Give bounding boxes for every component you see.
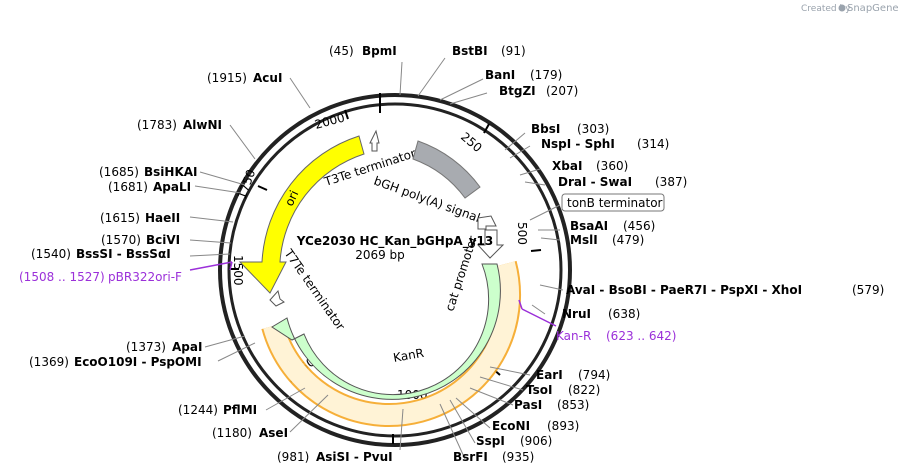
watermark-prefix: Created by xyxy=(801,4,851,14)
site-pos: (456) xyxy=(623,219,655,233)
site-bstbi[interactable]: BstBI xyxy=(452,44,488,58)
site-alwni[interactable]: AlwNI xyxy=(183,118,222,132)
site-btgzi[interactable]: BtgZI xyxy=(499,84,536,98)
site-pos: (179) xyxy=(530,68,562,82)
site-pos: (1369) xyxy=(29,355,69,369)
site-pasi[interactable]: PasI xyxy=(514,398,542,412)
site-pos: (1681) xyxy=(108,180,148,194)
watermark-brand: SnapGene xyxy=(847,3,898,14)
primer-kan-r-range: (623 .. 642) xyxy=(606,329,676,343)
ori-label: ori xyxy=(282,188,301,208)
site-pos: (935) xyxy=(502,450,534,464)
site-haeii[interactable]: HaeII xyxy=(145,211,180,225)
kanr-label: KanR xyxy=(392,346,425,365)
site-pos: (906) xyxy=(520,434,552,448)
site-bpmi[interactable]: BpmI xyxy=(362,44,397,58)
site-pos: (360) xyxy=(596,159,628,173)
site-nspi-sphi[interactable]: NspI - SphI xyxy=(541,137,615,151)
site-pos: (91) xyxy=(501,44,526,58)
t7te-terminator-arrow[interactable] xyxy=(269,289,285,307)
site-leader-lines xyxy=(189,57,564,460)
site-pos: (387) xyxy=(655,175,687,189)
tick-label-1500: 1500 xyxy=(231,255,245,286)
plasmid-name: YCe2030 HC_Kan_bGHpA_y13 xyxy=(296,234,493,249)
kanr-feature[interactable] xyxy=(271,263,501,400)
site-pos: (1570) xyxy=(101,233,141,247)
site-pos: (479) xyxy=(612,233,644,247)
site-asisi-pvui[interactable]: AsiSI - PvuI xyxy=(316,450,393,464)
site-msli[interactable]: MslI xyxy=(570,233,598,247)
primer-pbr322ori-f-mark xyxy=(189,261,233,271)
site-pos: (981) xyxy=(277,450,309,464)
ori-feature[interactable] xyxy=(238,135,365,294)
tick-label-500: 500 xyxy=(515,222,529,245)
site-pos: (1180) xyxy=(212,426,252,440)
site-econi[interactable]: EcoNI xyxy=(492,419,530,433)
plasmid-size: 2069 bp xyxy=(355,248,405,262)
site-apali[interactable]: ApaLI xyxy=(153,180,191,194)
site-pos: (579) xyxy=(852,283,884,297)
primer-pbr322ori-f-range: (1508 .. 1527) xyxy=(19,270,105,284)
site-pos: (314) xyxy=(637,137,669,151)
site-ecoo109i-pspomi[interactable]: EcoO109I - PspOMI xyxy=(74,355,202,369)
snapgene-logo-icon xyxy=(838,4,846,12)
site-pos: (207) xyxy=(546,84,578,98)
tick-label-1750: 1750 xyxy=(235,168,259,201)
site-bsaai[interactable]: BsaAI xyxy=(570,219,608,233)
tonb-terminator-callout-box xyxy=(561,193,665,212)
tonb-terminator-arrow[interactable] xyxy=(477,215,497,230)
site-bani[interactable]: BanI xyxy=(485,68,515,82)
primer-kan-r-mark xyxy=(518,299,557,327)
site-pos: (853) xyxy=(557,398,589,412)
kanr-orf-highlight-inner xyxy=(263,261,519,425)
site-bsssi-bsssai[interactable]: BssSI - BssSαI xyxy=(76,247,171,261)
site-bsihkai[interactable]: BsiHKAI xyxy=(144,165,198,179)
site-pos: (822) xyxy=(568,383,600,397)
t3te-terminator-arrow[interactable] xyxy=(369,129,380,152)
site-eari[interactable]: EarI xyxy=(536,368,563,382)
primer-pbr322ori-f-name[interactable]: pBR322ori-F xyxy=(108,270,182,284)
site-nrui[interactable]: NruI xyxy=(562,307,591,321)
site-bcivi[interactable]: BciVI xyxy=(146,233,180,247)
site-pos: (1615) xyxy=(100,211,140,225)
site-pos: (1244) xyxy=(178,403,218,417)
site-ava-xho-group[interactable]: AvaI - BsoBI - PaeR7I - PspXI - XhoI xyxy=(566,283,802,297)
site-bsrfi[interactable]: BsrFI xyxy=(453,450,488,464)
site-asei[interactable]: AseI xyxy=(259,426,288,440)
site-pos: (893) xyxy=(547,419,579,433)
site-pos: (794) xyxy=(578,368,610,382)
site-xbai[interactable]: XbaI xyxy=(552,159,582,173)
site-pos: (1373) xyxy=(126,340,166,354)
bgh-polya-signal-feature[interactable] xyxy=(412,140,481,199)
site-pflmi[interactable]: PflMI xyxy=(223,403,257,417)
site-pos: (1783) xyxy=(137,118,177,132)
backbone-outer-ring xyxy=(218,93,572,447)
primer-kan-r-name[interactable]: Kan-R xyxy=(556,329,591,343)
site-apai[interactable]: ApaI xyxy=(172,340,202,354)
site-pos: (1915) xyxy=(207,71,247,85)
site-pos: (45) xyxy=(329,44,354,58)
cat-promoter-arrow[interactable] xyxy=(476,229,505,259)
site-acui[interactable]: AcuI xyxy=(253,71,282,85)
site-pos: (638) xyxy=(608,307,640,321)
tick-label-250: 250 xyxy=(458,130,485,155)
site-drai-swai[interactable]: DraI - SwaI xyxy=(558,175,632,189)
site-tsoi[interactable]: TsoI xyxy=(526,383,552,397)
site-sspi[interactable]: SspI xyxy=(476,434,505,448)
tonb-terminator-callout[interactable]: tonB terminator xyxy=(567,196,663,210)
site-pos: (303) xyxy=(577,122,609,136)
site-pos: (1540) xyxy=(31,247,71,261)
site-bbsi[interactable]: BbsI xyxy=(531,122,560,136)
t7te-terminator-label: T7Te terminator xyxy=(281,246,348,333)
site-pos: (1685) xyxy=(99,165,139,179)
